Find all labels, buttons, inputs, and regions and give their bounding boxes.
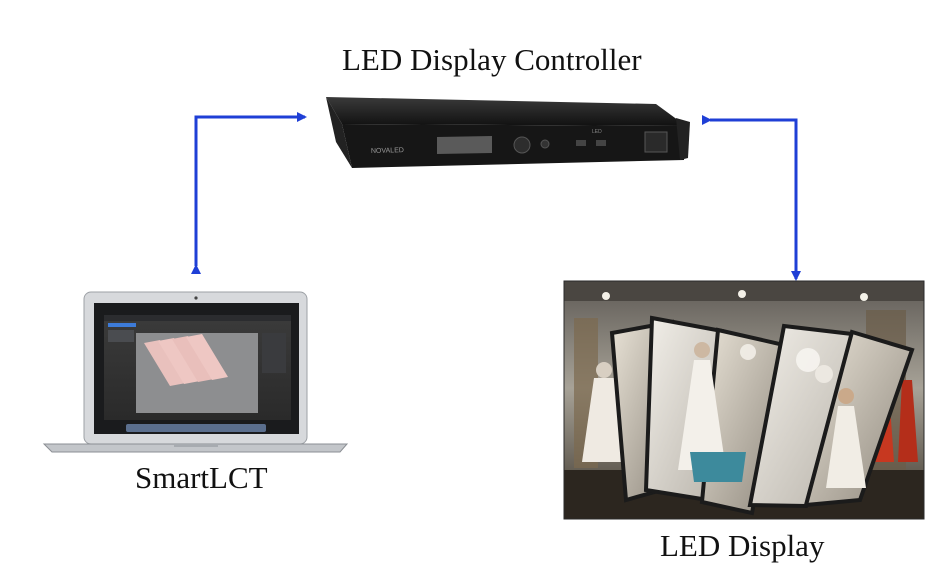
cabinet-module bbox=[158, 338, 200, 384]
arrow-computer-controller bbox=[191, 112, 307, 274]
app-properties-panel bbox=[262, 333, 286, 373]
ceiling-light-icon bbox=[602, 292, 610, 300]
laptop-notch bbox=[174, 444, 218, 447]
app-side-panel bbox=[108, 330, 134, 342]
laptop-base bbox=[42, 443, 349, 453]
led-display-photo bbox=[563, 280, 925, 520]
controller-power-icon bbox=[644, 131, 668, 153]
controller-badge: LED bbox=[592, 129, 602, 135]
controller-rack-ear-right bbox=[676, 118, 690, 160]
flower-decoration bbox=[796, 348, 820, 372]
cabinet-module bbox=[144, 340, 186, 386]
controller-top bbox=[326, 97, 686, 126]
mannequin-head bbox=[596, 362, 612, 378]
connector-controller-display bbox=[702, 115, 801, 281]
controller-rack-ear-left bbox=[326, 97, 352, 168]
model-head bbox=[838, 388, 854, 404]
photo-frame bbox=[563, 280, 925, 520]
flower-decoration bbox=[740, 344, 756, 360]
controller-device: NOVALED LED bbox=[326, 97, 690, 168]
model-dress bbox=[826, 406, 866, 488]
controller-port-icon bbox=[576, 140, 586, 146]
model-head bbox=[694, 342, 710, 358]
cabinet-module bbox=[186, 334, 228, 380]
computer-label: SmartLCT bbox=[135, 460, 268, 495]
controller-title: LED Display Controller bbox=[342, 42, 642, 77]
dock bbox=[126, 424, 266, 432]
connector-computer-controller bbox=[191, 112, 307, 274]
cabinet-module bbox=[172, 336, 214, 382]
flower-decoration bbox=[815, 365, 833, 383]
controller-button-icon bbox=[540, 139, 550, 149]
model-dress bbox=[678, 360, 726, 470]
display-label: LED Display bbox=[660, 528, 825, 563]
mannequin-dress bbox=[582, 378, 626, 462]
app-toolbar bbox=[108, 323, 136, 327]
red-dress bbox=[898, 380, 918, 462]
ceiling-light-icon bbox=[738, 290, 746, 298]
table-cloth bbox=[690, 452, 746, 482]
laptop bbox=[42, 291, 349, 453]
camera-icon bbox=[194, 296, 198, 300]
controller-port-icon bbox=[596, 140, 606, 146]
app-titlebar bbox=[104, 315, 291, 321]
controller-lcd bbox=[437, 136, 492, 154]
controller-knob-icon bbox=[513, 136, 531, 154]
controller-brand: NOVALED bbox=[371, 147, 404, 155]
arrow-controller-display bbox=[702, 115, 801, 281]
ceiling-light-icon bbox=[860, 293, 868, 301]
